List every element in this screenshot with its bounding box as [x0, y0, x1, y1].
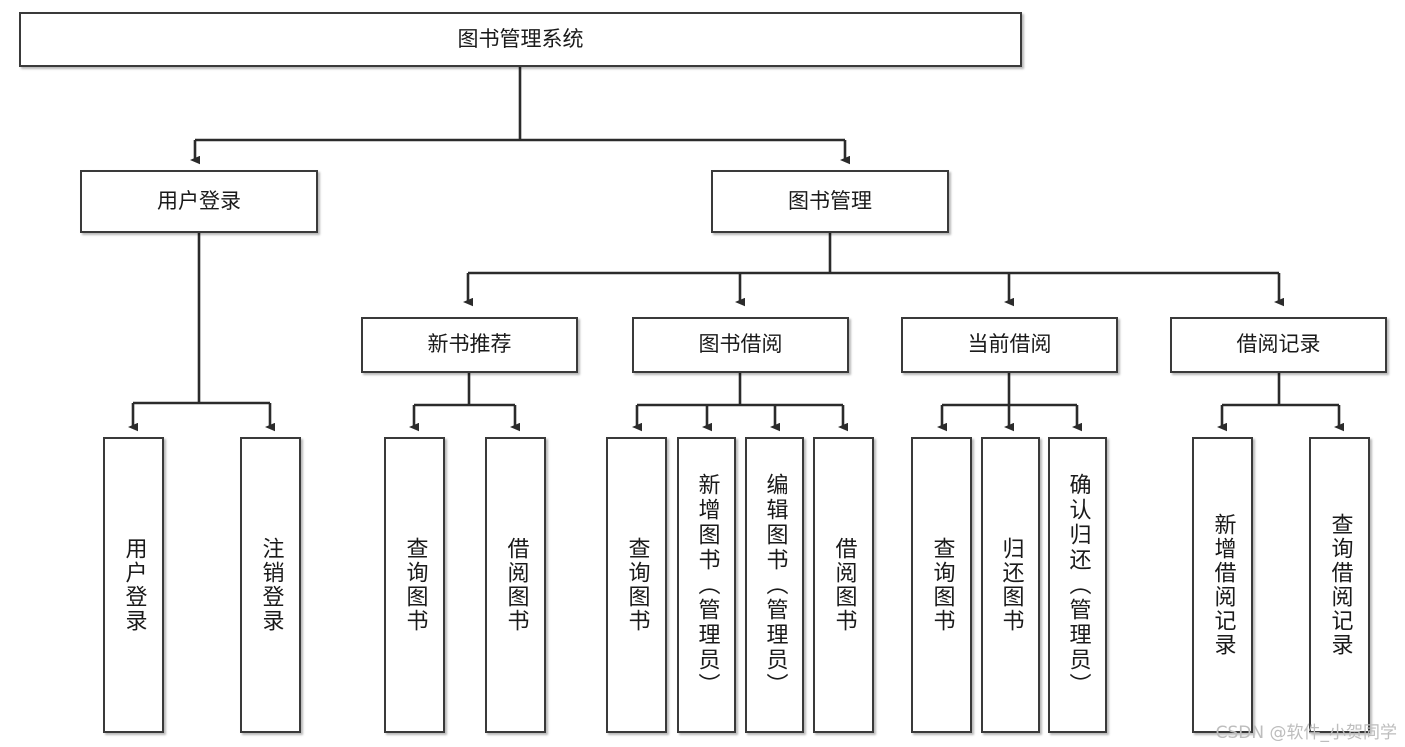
node-user-login[interactable]: 用户登录: [80, 170, 318, 233]
leaf-new-book-query[interactable]: 查询图书: [384, 437, 445, 733]
leaf-label: 新增图书（管理员）: [694, 472, 720, 698]
leaf-label: 查询图书: [402, 537, 428, 633]
node-book-borrow[interactable]: 图书借阅: [632, 317, 849, 373]
leaf-borrow-add-book-admin[interactable]: 新增图书（管理员）: [677, 437, 736, 733]
node-current-borrow-label: 当前借阅: [967, 332, 1052, 357]
node-borrow-record-label: 借阅记录: [1236, 332, 1321, 357]
leaf-borrow-query-book[interactable]: 查询图书: [606, 437, 667, 733]
leaf-label: 归还图书: [998, 537, 1024, 633]
leaf-label: 编辑图书（管理员）: [762, 472, 788, 698]
node-book-management[interactable]: 图书管理: [711, 170, 949, 233]
leaf-record-query-record[interactable]: 查询借阅记录: [1309, 437, 1370, 733]
node-new-book-recommend[interactable]: 新书推荐: [361, 317, 578, 373]
node-user-login-label: 用户登录: [157, 188, 241, 213]
leaf-borrow-edit-book-admin[interactable]: 编辑图书（管理员）: [745, 437, 804, 733]
leaf-label: 查询借阅记录: [1327, 513, 1353, 657]
node-root-label: 图书管理系统: [457, 26, 584, 51]
node-book-management-label: 图书管理: [788, 188, 872, 213]
leaf-label: 用户登录: [121, 537, 147, 633]
leaf-user-login-logout[interactable]: 注销登录: [240, 437, 301, 733]
leaf-label: 注销登录: [258, 537, 284, 633]
node-book-borrow-label: 图书借阅: [698, 332, 783, 357]
leaf-new-book-borrow[interactable]: 借阅图书: [485, 437, 546, 733]
leaf-label: 借阅图书: [831, 537, 857, 633]
node-borrow-record[interactable]: 借阅记录: [1170, 317, 1387, 373]
node-root[interactable]: 图书管理系统: [19, 12, 1022, 67]
leaf-label: 查询图书: [624, 537, 650, 633]
csdn-watermark: CSDN @软件_小贺同学: [1215, 723, 1397, 743]
leaf-record-add-record[interactable]: 新增借阅记录: [1192, 437, 1253, 733]
leaf-label: 新增借阅记录: [1210, 513, 1236, 657]
leaf-label: 借阅图书: [503, 537, 529, 633]
leaf-current-query-book[interactable]: 查询图书: [911, 437, 972, 733]
leaf-label: 确认归还（管理员）: [1065, 472, 1091, 698]
leaf-user-login-login[interactable]: 用户登录: [103, 437, 164, 733]
leaf-label: 查询图书: [929, 537, 955, 633]
leaf-current-confirm-return-admin[interactable]: 确认归还（管理员）: [1048, 437, 1107, 733]
leaf-current-return-book[interactable]: 归还图书: [981, 437, 1040, 733]
node-current-borrow[interactable]: 当前借阅: [901, 317, 1118, 373]
leaf-borrow-borrow-book[interactable]: 借阅图书: [813, 437, 874, 733]
node-new-book-recommend-label: 新书推荐: [427, 332, 512, 357]
